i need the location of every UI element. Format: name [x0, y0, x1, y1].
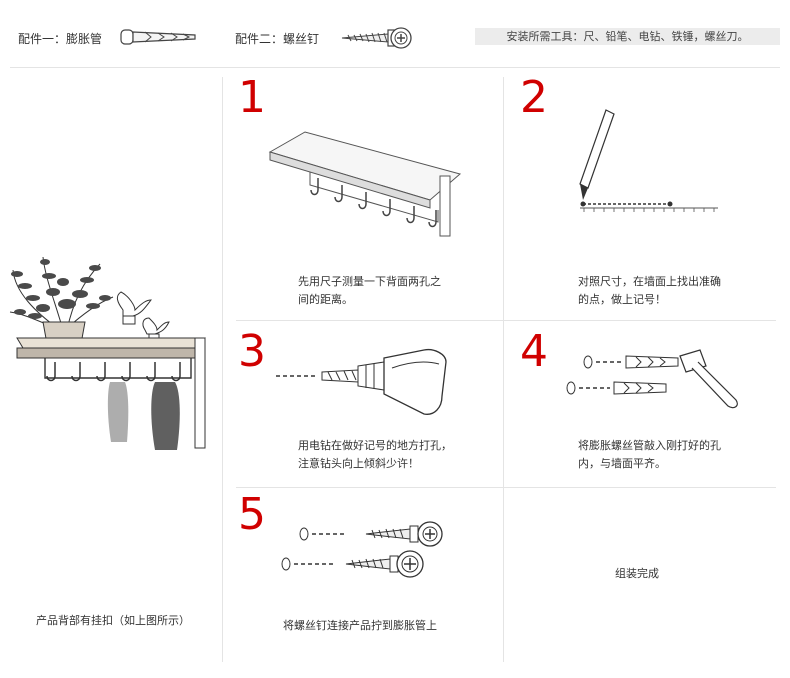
part2-label: 配件二：螺丝钉	[235, 32, 320, 46]
screws-icon	[281, 521, 443, 578]
header-divider	[10, 67, 780, 68]
step-text: 的点，做上记号！	[578, 293, 666, 306]
product-shelf-illustration	[9, 256, 206, 450]
step-number: 4	[520, 326, 548, 377]
column-divider	[503, 77, 504, 662]
pencil-ruler-icon	[579, 109, 718, 212]
shelf-icon	[268, 131, 462, 237]
step-text: 用电钻在做好记号的地方打孔，	[298, 439, 452, 452]
screw-icon	[341, 27, 412, 49]
anchor-hammer-icon	[566, 349, 738, 409]
step-number: 3	[238, 326, 266, 377]
step-number: 2	[520, 72, 548, 123]
step-text: 间的距离。	[298, 293, 353, 306]
step-text: 将膨胀螺丝管敲入刚打好的孔	[578, 439, 721, 452]
drill-icon	[276, 348, 447, 415]
step-number: 5	[238, 489, 266, 540]
step-text: 对照尺寸，在墙面上找出准确	[578, 275, 721, 288]
wall-anchor-icon	[120, 29, 196, 45]
row-divider	[236, 320, 776, 321]
product-caption: 产品背部有挂扣（如上图所示）	[36, 614, 190, 627]
step-number: 1	[238, 72, 266, 123]
tools-label: 安装所需工具：尺、铅笔、电钻、铁锤，螺丝刀。	[475, 28, 780, 45]
column-divider	[222, 77, 223, 662]
step-text: 先用尺子测量一下背面两孔之	[298, 275, 441, 288]
done-text: 组装完成	[615, 567, 659, 580]
step-text: 内，与墙面平齐。	[578, 457, 666, 470]
step-text: 注意钻头向上倾斜少许！	[298, 457, 419, 470]
row-divider	[236, 487, 776, 488]
part1-label: 配件一：膨胀管	[18, 32, 103, 46]
step-text: 将螺丝钉连接产品拧到膨胀管上	[283, 619, 437, 632]
